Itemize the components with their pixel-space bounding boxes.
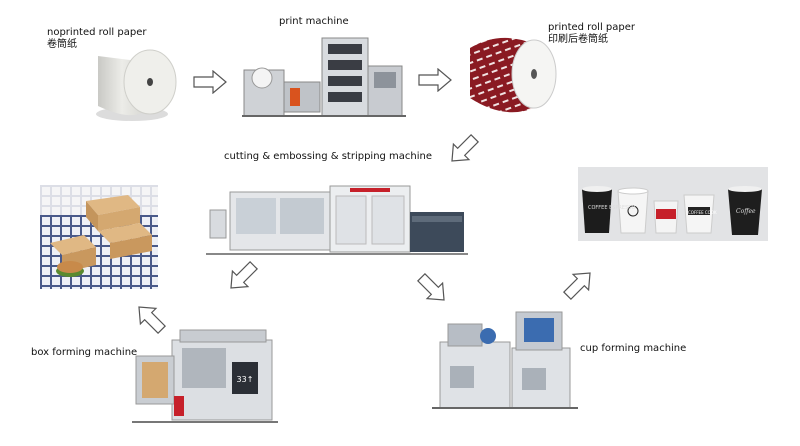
cup-red <box>653 200 679 234</box>
box-forming-label: box forming machine <box>31 347 138 358</box>
printed-label: printed roll paper 印刷后卷筒纸 <box>548 22 636 45</box>
cup-black-2 <box>728 186 762 235</box>
arrow-box-machine-to-boxes <box>138 306 166 334</box>
print-machine-image <box>242 37 406 117</box>
paper-cups-photo: COFFEE ESPRESSO COFFEE COOK Coffee <box>578 167 768 241</box>
printed-roll-image <box>470 37 557 113</box>
cutting-machine-label: cutting & embossing & stripping machine <box>224 151 433 162</box>
flow-arrow-icon <box>193 70 227 94</box>
flow-arrow-icon <box>417 273 445 301</box>
flow-arrow-icon <box>451 134 479 162</box>
flow-arrow-icon <box>418 68 452 92</box>
noprinted-label: noprinted roll paper 卷筒纸 <box>47 27 147 50</box>
cup-black-1 <box>582 186 612 233</box>
flow-arrow-icon <box>138 306 166 334</box>
cup-print-4: COFFEE COOK <box>688 210 717 215</box>
arrow-cutting-to-box-machine <box>230 261 258 289</box>
cutting-machine-image <box>206 185 468 255</box>
cup-forming-label: cup forming machine <box>580 343 687 354</box>
box-plate: 33↑ <box>237 375 254 384</box>
cup-print-5: Coffee <box>736 208 756 215</box>
cup-forming-machine-image <box>432 311 578 409</box>
arrow-printer-to-printed <box>418 68 452 92</box>
cup-white-2 <box>683 194 715 234</box>
food-box-photo <box>40 185 158 289</box>
arrow-printed-to-cutting <box>451 134 479 162</box>
print-machine-label: print machine <box>279 16 349 27</box>
arrow-roll-to-printer <box>193 70 227 94</box>
flow-arrow-icon <box>563 272 591 300</box>
box-forming-machine-image: 33↑ <box>132 329 278 423</box>
arrow-cutting-to-cup-machine <box>417 273 445 301</box>
cup-print-1: COFFEE ESPRESSO <box>588 205 635 211</box>
arrow-cup-machine-to-cups <box>563 272 591 300</box>
unprinted-roll-image <box>96 49 177 121</box>
flow-arrow-icon <box>230 261 258 289</box>
cup-white-1 <box>617 187 649 234</box>
